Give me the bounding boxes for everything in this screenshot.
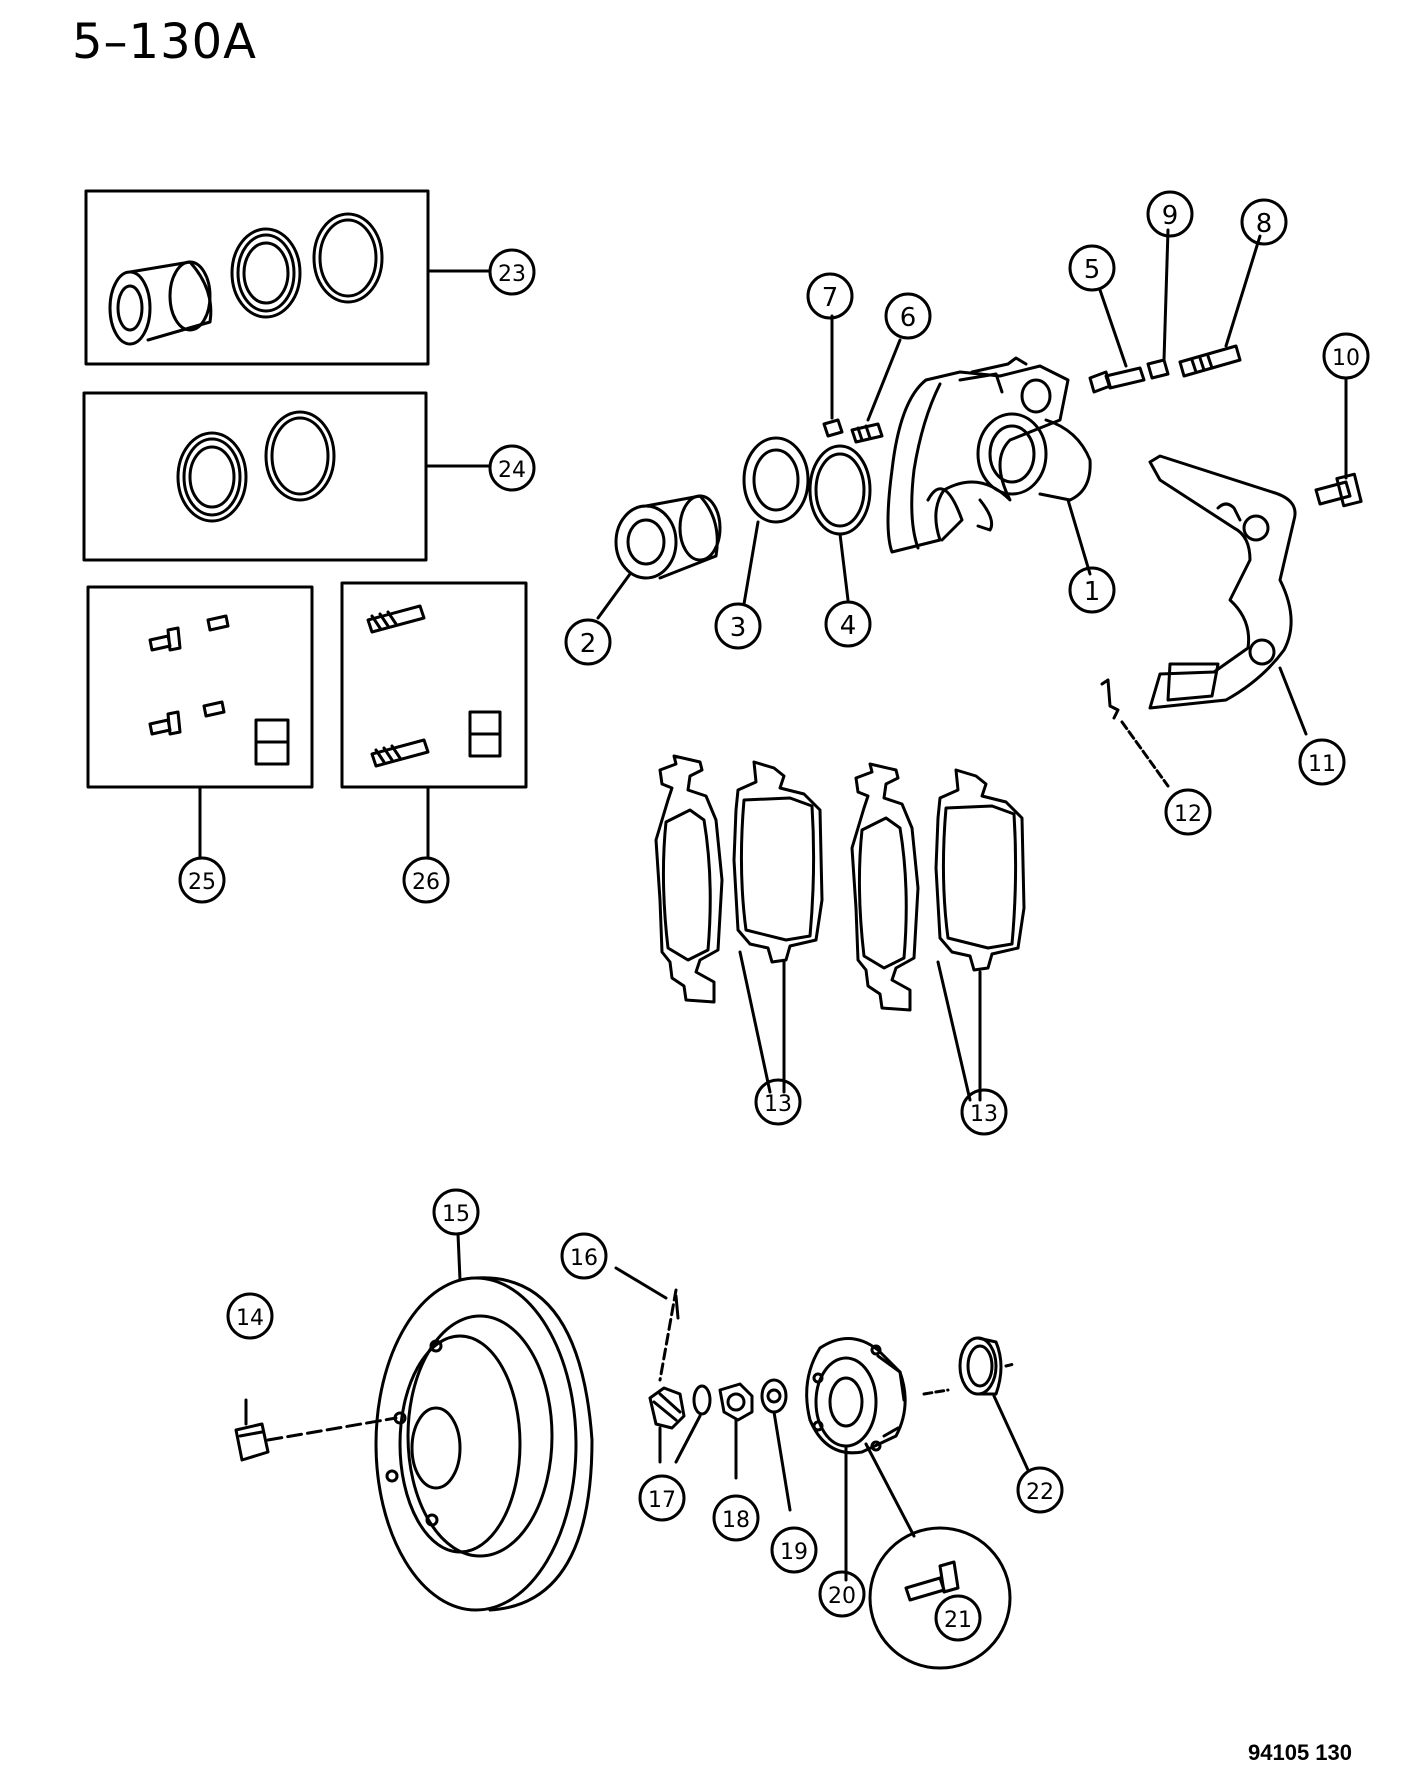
callout-11: 11	[1298, 738, 1346, 786]
brake-rotor	[374, 1232, 594, 1612]
callout-8: 8	[1240, 198, 1288, 246]
callout-15: 15	[432, 1188, 480, 1236]
callout-9: 9	[1146, 190, 1194, 238]
wheel-stud	[234, 1398, 398, 1462]
callout-label: 12	[1174, 802, 1202, 827]
brake-pad-set-right	[850, 762, 1026, 1102]
callout-24: 24	[488, 444, 536, 492]
guide-pin	[1178, 234, 1262, 378]
callout-23: 23	[488, 248, 536, 296]
cotter-pin	[614, 1266, 680, 1382]
boot-illustration	[312, 212, 384, 304]
callout-12: 12	[1164, 788, 1212, 836]
callout-label: 5	[1084, 255, 1101, 285]
callout-label: 3	[730, 613, 747, 643]
callout-label: 1	[1084, 577, 1101, 607]
diagram-title: 5–130A	[72, 14, 257, 70]
piston-seal	[742, 436, 810, 606]
hub-seal	[958, 1336, 1030, 1472]
callout-label: 11	[1308, 752, 1336, 777]
callout-label: 17	[648, 1488, 676, 1513]
callout-6: 6	[884, 292, 932, 340]
callout-label: 22	[1026, 1480, 1054, 1505]
callout-20: 20	[818, 1570, 866, 1618]
kit-box-23	[84, 189, 492, 366]
callout-label: 9	[1162, 201, 1179, 231]
caliper-piston	[596, 494, 722, 620]
caliper-housing	[886, 356, 1092, 576]
kit-box-25	[86, 585, 314, 860]
brake-pad-set-left	[654, 754, 824, 1094]
piston-boot	[808, 444, 872, 602]
callout-label: 23	[498, 262, 526, 287]
callout-4: 4	[824, 600, 872, 648]
callout-label: 14	[236, 1306, 264, 1331]
wheel-bolt-detail	[868, 1526, 1012, 1670]
kit-box-26	[340, 581, 528, 860]
callout-14: 14	[226, 1292, 274, 1340]
callout-label: 7	[822, 283, 839, 313]
guide-pin-bolt	[1088, 288, 1146, 394]
callout-21: 21	[934, 1594, 982, 1642]
callout-label: 20	[828, 1584, 856, 1609]
callout-2: 2	[564, 618, 612, 666]
callout-label: 18	[722, 1508, 750, 1533]
callout-7: 7	[806, 272, 854, 320]
bleeder-screw	[822, 314, 844, 438]
bleeder-cap	[850, 338, 902, 444]
callout-label: 26	[412, 870, 440, 895]
callout-18: 18	[712, 1494, 760, 1542]
hub-washer	[760, 1378, 792, 1512]
callout-17: 17	[638, 1474, 686, 1522]
callout-1: 1	[1068, 566, 1116, 614]
callout-13-left: 13	[754, 1078, 802, 1126]
callout-label: 6	[900, 303, 917, 333]
hub-nut-retainer	[648, 1384, 712, 1464]
callout-label: 25	[188, 870, 216, 895]
piston-illustration	[108, 260, 213, 346]
guide-pin-bushing	[1146, 228, 1170, 380]
callout-13-right: 13	[960, 1088, 1008, 1136]
callout-16: 16	[560, 1232, 608, 1280]
callout-label: 19	[780, 1540, 808, 1565]
callout-label: 13	[764, 1092, 792, 1117]
callout-19: 19	[770, 1526, 818, 1574]
callout-22: 22	[1016, 1466, 1064, 1514]
kit-box-24	[82, 391, 492, 562]
callout-label: 2	[580, 629, 597, 659]
callout-label: 15	[442, 1202, 470, 1227]
callout-label: 10	[1332, 346, 1360, 371]
diagram-code: 94105 130	[1248, 1740, 1352, 1765]
hub-bearing	[805, 1337, 950, 1582]
adapter-bolt	[1314, 376, 1363, 508]
callout-label: 13	[970, 1102, 998, 1127]
callout-5: 5	[1068, 244, 1116, 292]
callout-label: 4	[840, 611, 857, 641]
seal-illustration	[230, 227, 302, 319]
callout-label: 24	[498, 458, 526, 483]
callout-3: 3	[714, 602, 762, 650]
anti-rattle-clip	[1100, 678, 1170, 788]
caliper-adapter	[1148, 454, 1308, 736]
callout-26: 26	[402, 856, 450, 904]
callout-label: 8	[1256, 209, 1273, 239]
callout-25: 25	[178, 856, 226, 904]
hub-nut	[718, 1382, 754, 1480]
callout-label: 21	[944, 1608, 972, 1633]
callout-label: 16	[570, 1246, 598, 1271]
callout-10: 10	[1322, 332, 1370, 380]
